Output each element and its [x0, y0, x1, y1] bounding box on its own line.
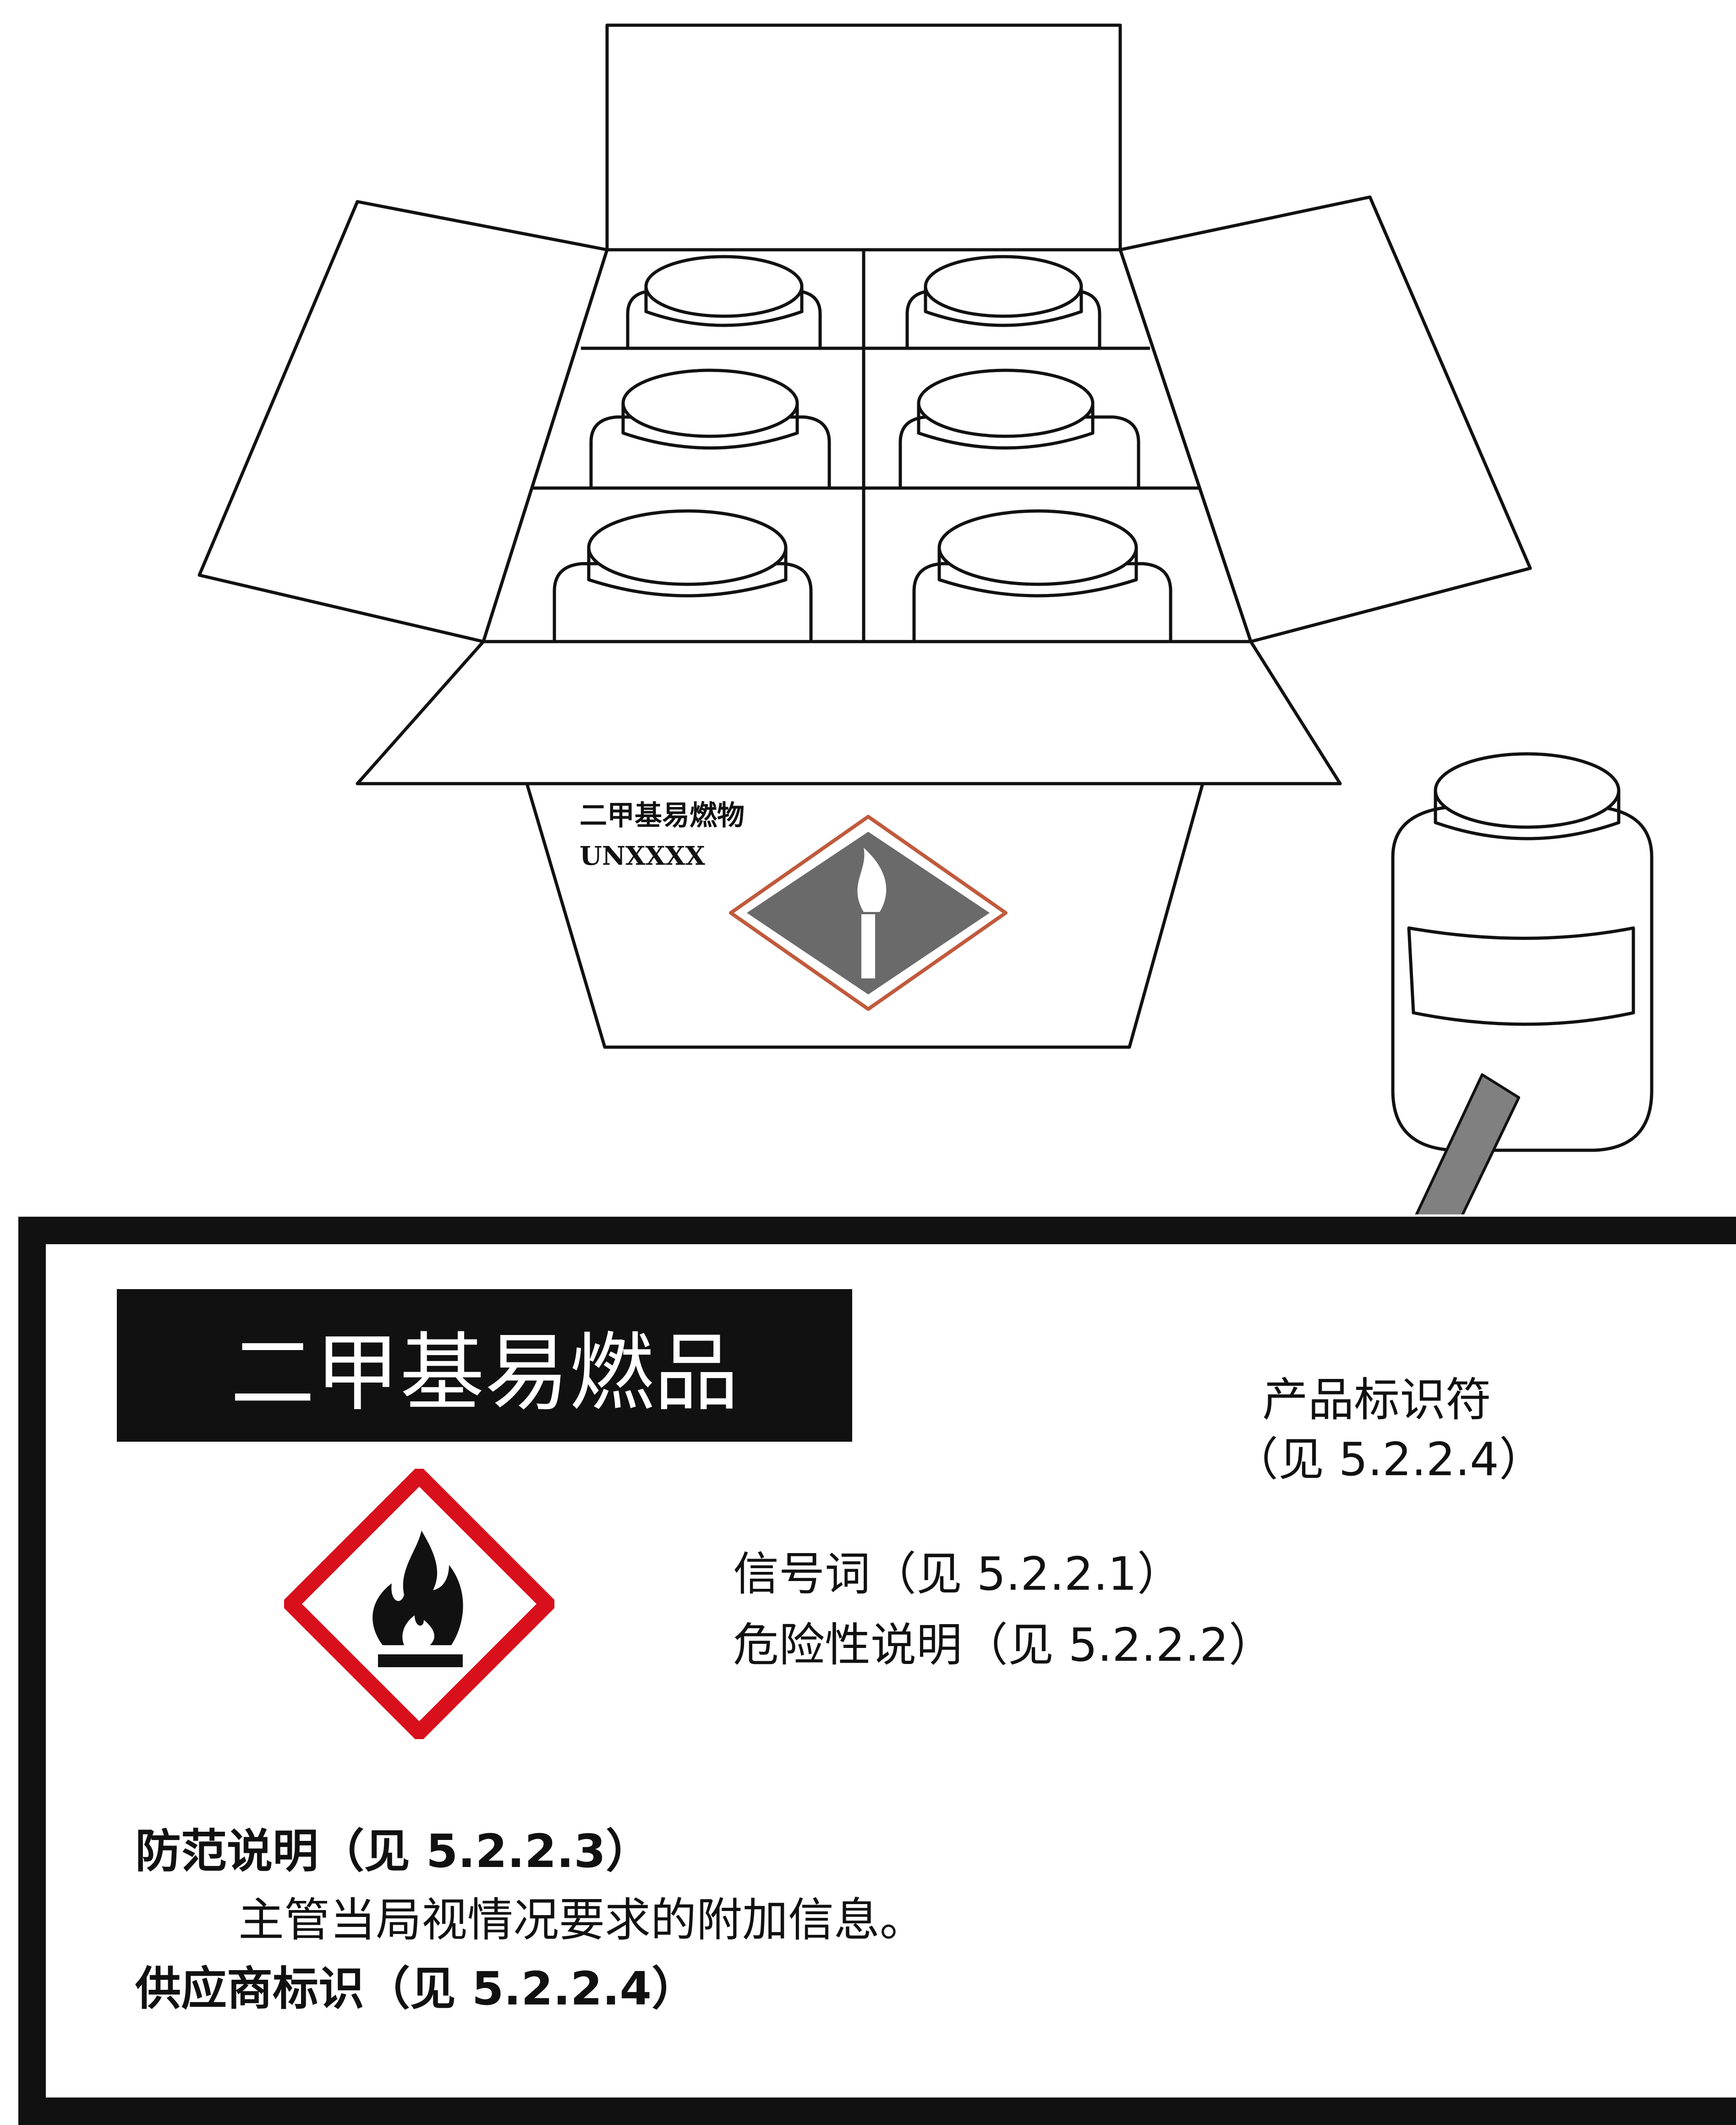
ghs-flame-pictogram-icon [284, 1469, 554, 1739]
signal-word-text: 信号词（见 5.2.2.1） [733, 1547, 1183, 1601]
supplier-identification-text: 供应商标识（见 5.2.2.4） [135, 1962, 698, 2015]
inner-bottle [912, 509, 1172, 642]
box-back-flap [605, 23, 1122, 252]
transport-flammable-label [729, 815, 1008, 1011]
box-substance-name: 二甲基易燃物 [580, 800, 745, 832]
product-name-bar: 二甲基易燃品 [117, 1289, 852, 1442]
product-bottle [1391, 752, 1654, 1152]
box-front-flap [356, 640, 1342, 785]
box-un-number: UNXXXX [580, 841, 705, 871]
hazard-statement-text: 危险性说明（见 5.2.2.2） [733, 1618, 1275, 1672]
additional-info-text: 主管当局视情况要求的附加信息。 [238, 1893, 926, 1947]
inner-bottle [905, 255, 1101, 348]
inner-bottle [553, 509, 813, 642]
product-identifier-ref: （见 5.2.2.4） [1232, 1433, 1545, 1486]
pointer-arrow-icon [1415, 1073, 1520, 1214]
product-identifier-title: 产品标识符 [1262, 1373, 1491, 1427]
inner-bottle [898, 368, 1140, 488]
precautionary-statement-text: 防范说明（见 5.2.2.3） [135, 1824, 652, 1878]
packaging-diagram [197, 23, 1654, 1214]
inner-bottle [589, 368, 831, 488]
bottle-label [1407, 926, 1635, 1026]
product-name: 二甲基易燃品 [230, 1323, 739, 1422]
inner-bottle [626, 255, 822, 348]
